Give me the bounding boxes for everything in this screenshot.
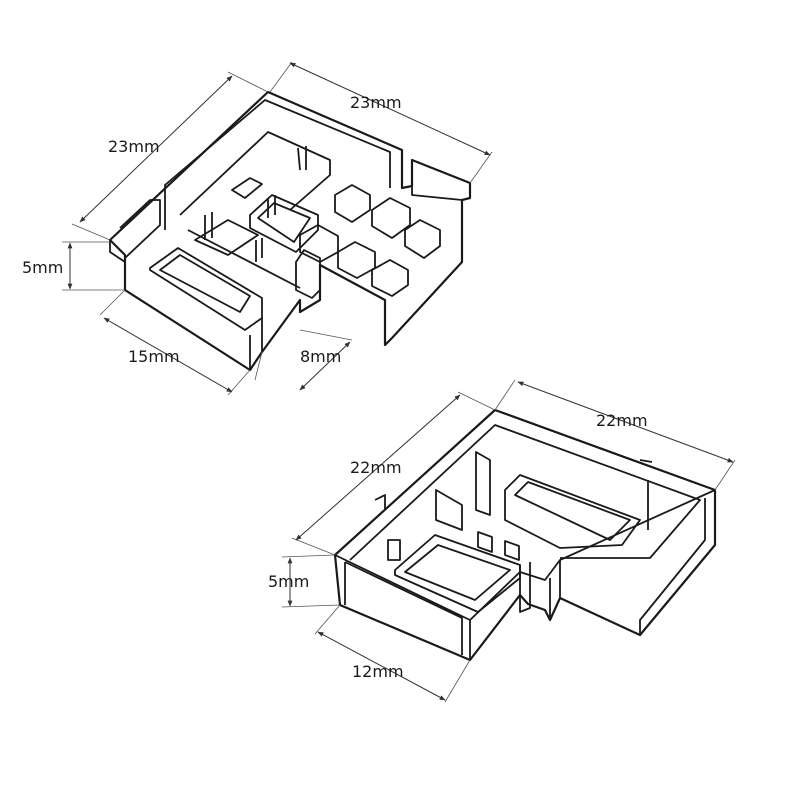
top-height-label: 5mm — [22, 258, 64, 277]
top-length-left-label: 23mm — [108, 137, 160, 156]
top-length-top-label: 23mm — [350, 93, 402, 112]
bottom-length-left-label: 22mm — [350, 458, 402, 477]
bottom-front-width-label: 12mm — [352, 662, 404, 681]
bottom-length-right-label: 22mm — [596, 411, 648, 430]
bottom-connector-part — [333, 408, 717, 662]
top-front-width-label: 15mm — [128, 347, 180, 366]
top-notch-width-label: 8mm — [300, 347, 342, 366]
top-connector-part — [108, 90, 472, 372]
dimension-lines — [62, 61, 736, 703]
bottom-height-label: 5mm — [268, 572, 310, 591]
